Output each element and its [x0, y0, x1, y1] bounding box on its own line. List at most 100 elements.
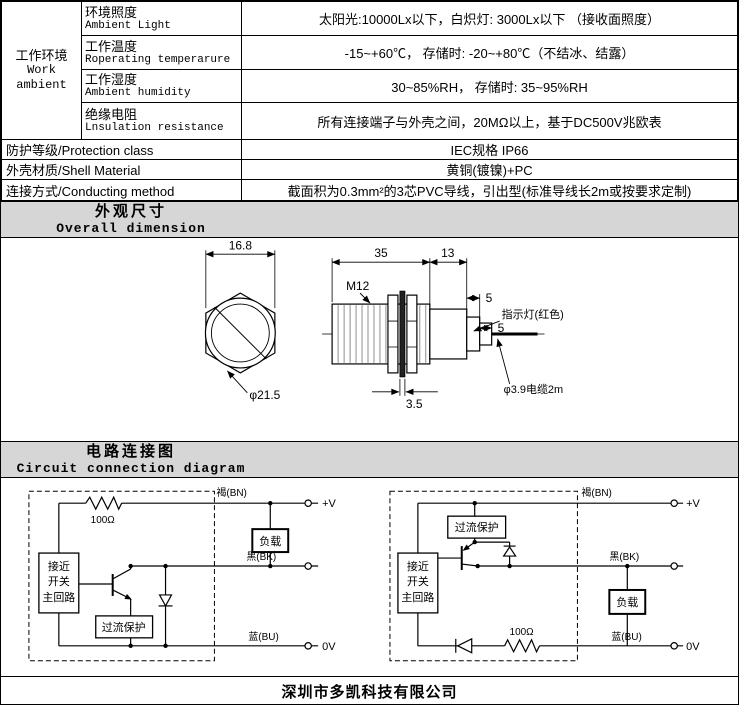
footer: 深圳市多凯科技有限公司 [1, 676, 738, 704]
wire-label-blue: 蓝(BU) [248, 631, 278, 643]
table-row: 工作环境 Work ambient 环境照度 Ambient Light 太阳光… [1, 1, 738, 140]
dim-label-body-length: 35 [374, 246, 388, 260]
section-title-en: Overall dimension [56, 220, 206, 236]
main-circuit-line2: 开关 [407, 574, 429, 588]
spec-value: 所有连接端子与外壳之间，20MΩ以上，基于DC500V兆欧表 [241, 102, 738, 140]
spec-param-cell: 绝缘电阻 Lnsulation resistance [81, 102, 242, 140]
sensor-boundary-box [389, 490, 578, 662]
spec-param-cn: 工作温度 [85, 38, 138, 54]
rear-housing [429, 308, 468, 360]
spec-value: 截面积为0.3mm²的3芯PVC导线，引出型(标准导线长2m或按要求定制) [241, 179, 738, 201]
spec-param-cell: 工作温度 Roperating temperarure [81, 35, 242, 70]
section-header-dimension: 外观尺寸 Overall dimension [1, 201, 738, 238]
terminal-black [670, 562, 678, 570]
spec-value: 30~85%RH， 存储时: 35~95%RH [241, 69, 738, 103]
group-label-en2: ambient [16, 78, 67, 92]
load-box [251, 528, 290, 554]
overcurrent-protect-label: 过流保护 [455, 520, 499, 534]
cable-gland [466, 316, 481, 352]
spec-value: 黄铜(镀镍)+PC [241, 159, 738, 180]
spec-param-en: Roperating temperarure [85, 53, 231, 66]
wire-label-brown: 褐(BN) [216, 486, 246, 499]
wire-label-brown: 褐(BN) [581, 486, 611, 499]
side-view: 35 13 M12 指示灯(红色) 5 5 3.5 φ3.9电缆2m [322, 246, 564, 411]
table-row: 绝缘电阻 Lnsulation resistance 所有连接端子与外壳之间，2… [2, 102, 738, 140]
spec-param-cell: 工作湿度 Ambient humidity [81, 69, 242, 103]
indicator-light-label: 指示灯(红色) [502, 307, 564, 321]
spec-param-en: Ambient humidity [85, 87, 191, 99]
main-circuit-line1: 接近 [48, 560, 70, 573]
section-title-en: Circuit connection diagram [16, 460, 246, 476]
supply-label-vzero: 0V [322, 641, 336, 653]
section-title-cn: 电路连接图 [85, 442, 176, 460]
load-label: 负载 [259, 534, 281, 548]
terminal-brown [304, 499, 312, 507]
group-label-cn: 工作环境 [15, 48, 68, 63]
terminal-brown [670, 499, 678, 507]
hex-nut-front [387, 294, 399, 374]
main-circuit-line2: 开关 [48, 574, 70, 588]
overcurrent-protect-box [95, 615, 154, 639]
dim-label-head-length: 13 [441, 246, 455, 260]
transistor-pnp [460, 541, 478, 571]
spec-param-en: Lnsulation resistance [85, 122, 224, 134]
circuit-pnp: 100Ω 接近 开关 主回路 过流保护 负载 褐(BN) 黑(BK) 蓝(BU)… [389, 486, 701, 662]
spec-param-cn: 环境照度 [85, 4, 138, 20]
thread-spec-label: M12 [346, 279, 370, 293]
group-label-en1: Work [27, 63, 56, 77]
table-row: 工作温度 Roperating temperarure -15~+60℃， 存储… [2, 35, 738, 70]
dim-label-nut-thickness: 3.5 [406, 397, 423, 411]
dim-label-outer-diameter: φ21.5 [249, 388, 280, 402]
sensor-boundary-box [28, 490, 215, 662]
main-circuit-line3: 主回路 [401, 591, 434, 604]
supply-label-vzero: 0V [686, 641, 700, 653]
terminal-blue [304, 642, 312, 650]
terminal-blue [670, 642, 678, 650]
overcurrent-protect-box [447, 515, 507, 539]
spec-param-en: Ambient Light [85, 19, 171, 32]
circuit-diagrams: 100Ω 接近 开关 主回路 过流保护 负载 [1, 478, 738, 676]
spec-group-cell: 工作环境 Work ambient [1, 1, 82, 140]
main-circuit-box [38, 552, 80, 614]
resistor-value-label: 100Ω [510, 627, 535, 638]
load-label: 负载 [616, 595, 638, 609]
spec-value: 太阳光:10000Lx以下，白炽灯: 3000Lx以下 （接收面照度） [241, 1, 738, 36]
zener-diode [158, 594, 173, 608]
table-row: 防护等级/Protection class IEC规格 IP66 [1, 139, 738, 160]
section-header-circuit: 电路连接图 Circuit connection diagram [1, 441, 738, 478]
company-name: 深圳市多凯科技有限公司 [281, 684, 458, 701]
spec-row-label: 连接方式/Conducting method [1, 179, 242, 201]
circuit-npn: 100Ω 接近 开关 主回路 过流保护 负载 [28, 486, 337, 662]
wire-label-black: 黑(BK) [246, 551, 276, 563]
series-diode [455, 637, 473, 654]
resistor-value-label: 100Ω [91, 515, 116, 526]
spec-param-cn: 绝缘电阻 [85, 107, 138, 122]
terminal-black [304, 562, 312, 570]
load-box [608, 588, 647, 615]
spec-param-cell: 环境照度 Ambient Light [81, 1, 242, 36]
dim-label-seg-b: 5 [498, 321, 505, 335]
section-title-cn: 外观尺寸 [94, 202, 167, 220]
table-row: 工作湿度 Ambient humidity 30~85%RH， 存储时: 35~… [2, 69, 738, 103]
wire-label-black: 黑(BK) [609, 551, 639, 563]
table-row: 外壳材质/Shell Material 黄铜(镀镍)+PC [1, 159, 738, 180]
spec-row-label: 防护等级/Protection class [1, 139, 242, 160]
overcurrent-protect-label: 过流保护 [102, 620, 146, 634]
supply-label-vplus: +V [686, 498, 700, 510]
front-view: 16.8 φ21.5 [204, 238, 281, 402]
spec-row-label: 外壳材质/Shell Material [1, 159, 242, 180]
washer [399, 290, 406, 378]
transistor-npn [111, 568, 132, 600]
dimension-drawing: 16.8 φ21.5 35 13 M12 [1, 238, 738, 441]
main-circuit-line1: 接近 [407, 560, 429, 573]
main-circuit-box [397, 552, 439, 614]
resistor-symbol [504, 638, 541, 654]
spec-value: -15~+60℃， 存储时: -20~+80℃（不结冰、结露） [241, 35, 738, 70]
resistor-symbol [85, 495, 123, 511]
main-circuit-line3: 主回路 [42, 591, 75, 604]
spec-table: 工作环境 Work ambient 环境照度 Ambient Light 太阳光… [1, 1, 738, 201]
table-row: 连接方式/Conducting method 截面积为0.3mm²的3芯PVC导… [1, 179, 738, 201]
spec-param-cn: 工作湿度 [85, 72, 138, 87]
dim-label-across-flats: 16.8 [229, 238, 253, 252]
